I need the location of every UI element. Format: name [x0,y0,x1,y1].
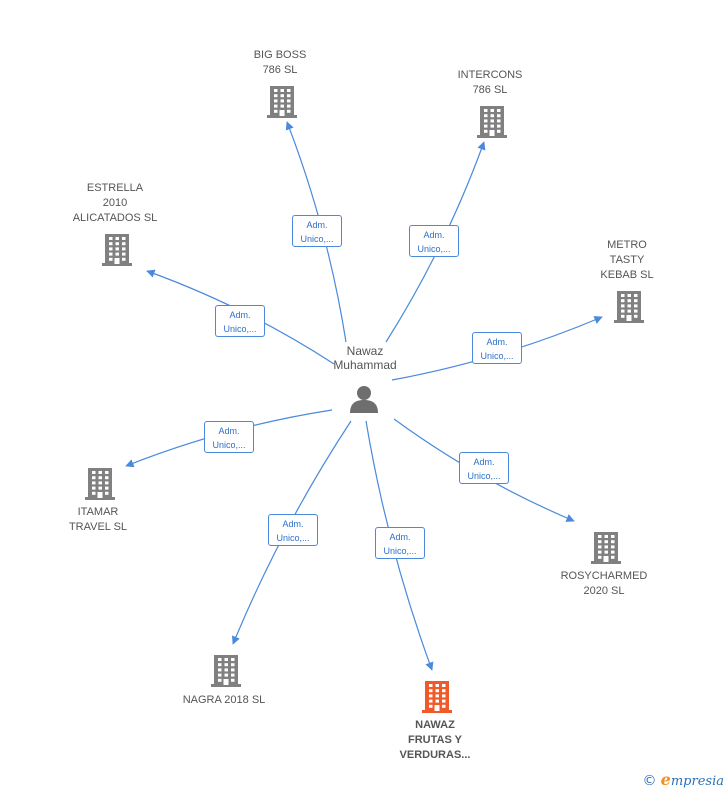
building-icon[interactable] [85,466,115,500]
relation-box-rosy[interactable]: Adm. Unico,... [459,452,509,484]
brand-logo-text: mpresia [670,774,724,789]
company-label-metro[interactable]: METRO TASTY KEBAB SL [600,239,654,281]
building-icon[interactable] [614,289,644,323]
building-icon[interactable] [211,653,241,687]
footer-brand: © empresia [643,770,724,789]
relation-box-bigboss[interactable]: Adm. Unico,... [292,215,342,247]
company-label-nagra[interactable]: NAGRA 2018 SL [182,694,266,706]
building-icon[interactable] [422,679,452,713]
copyright-symbol: © [642,773,657,789]
relation-box-estrella[interactable]: Adm. Unico,... [215,305,265,337]
relation-box-nawaz[interactable]: Adm. Unico,... [375,527,425,559]
company-label-nawaz[interactable]: NAWAZ FRUTAS Y VERDURAS... [399,719,471,761]
building-icon[interactable] [477,104,507,138]
relation-box-metro[interactable]: Adm. Unico,... [472,332,522,364]
building-icon[interactable] [267,84,297,118]
person-icon[interactable] [348,383,380,415]
company-label-estrella[interactable]: ESTRELLA 2010 ALICATADOS SL [72,182,158,224]
relation-box-itamar[interactable]: Adm. Unico,... [204,421,254,453]
company-label-intercons[interactable]: INTERCONS 786 SL [457,69,523,96]
brand-logo-e: e [660,770,671,789]
relation-box-intercons[interactable]: Adm. Unico,... [409,225,459,257]
relation-box-nagra[interactable]: Adm. Unico,... [268,514,318,546]
person-name-label: Nawaz Muhammad [333,344,397,372]
company-label-rosy[interactable]: ROSYCHARMED 2020 SL [560,570,648,597]
company-label-bigboss[interactable]: BIG BOSS 786 SL [253,49,307,76]
building-icon[interactable] [591,530,621,564]
building-icon[interactable] [102,232,132,266]
company-label-itamar[interactable]: ITAMAR TRAVEL SL [68,506,128,533]
